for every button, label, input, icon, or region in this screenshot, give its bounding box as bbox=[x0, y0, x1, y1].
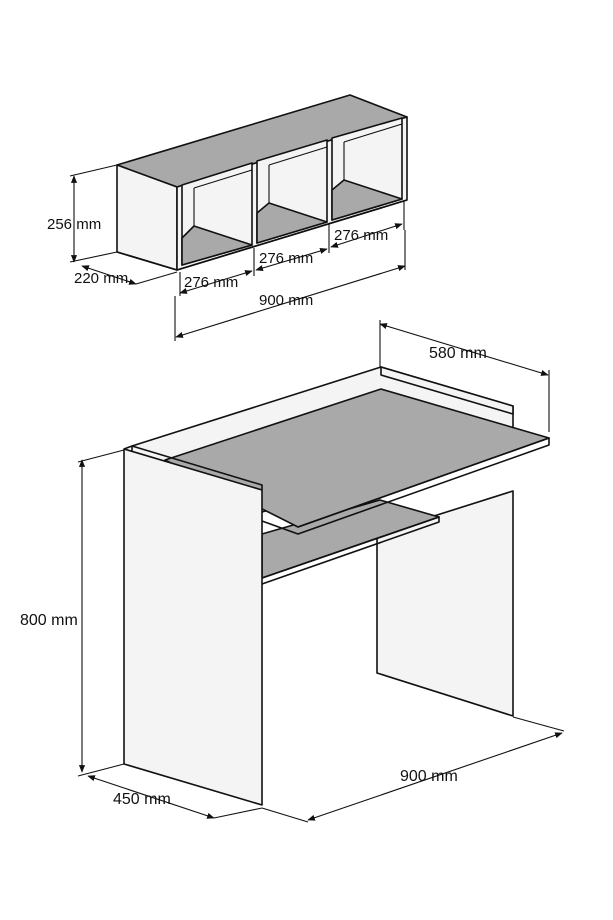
shelf-width-label: 900 mm bbox=[259, 292, 313, 309]
desk-left-side-panel bbox=[123, 448, 263, 806]
desk-dimensions bbox=[77, 320, 565, 823]
shelf-dimensions bbox=[69, 164, 406, 341]
shelf-height-label: 256 mm bbox=[47, 216, 101, 233]
shelf-compartment-2-label: 276 mm bbox=[259, 250, 313, 267]
desk-height-label: 800 mm bbox=[20, 612, 78, 629]
desk-right-side-panel bbox=[376, 490, 514, 717]
shelf-compartment-1-floor bbox=[181, 225, 253, 266]
shelf-compartment-2-floor bbox=[256, 202, 328, 244]
desk-side-depth-label: 450 mm bbox=[113, 791, 171, 808]
wall-shelf-unit bbox=[116, 94, 408, 271]
shelf-compartment-3-floor bbox=[331, 179, 403, 221]
desk-width-label: 900 mm bbox=[400, 768, 458, 785]
shelf-compartment-1-label: 276 mm bbox=[184, 274, 238, 291]
desk bbox=[123, 366, 550, 806]
shelf-depth-label: 220 mm bbox=[74, 270, 128, 287]
desk-depth-label: 580 mm bbox=[429, 345, 487, 362]
shelf-compartment-3-label: 276 mm bbox=[334, 227, 388, 244]
